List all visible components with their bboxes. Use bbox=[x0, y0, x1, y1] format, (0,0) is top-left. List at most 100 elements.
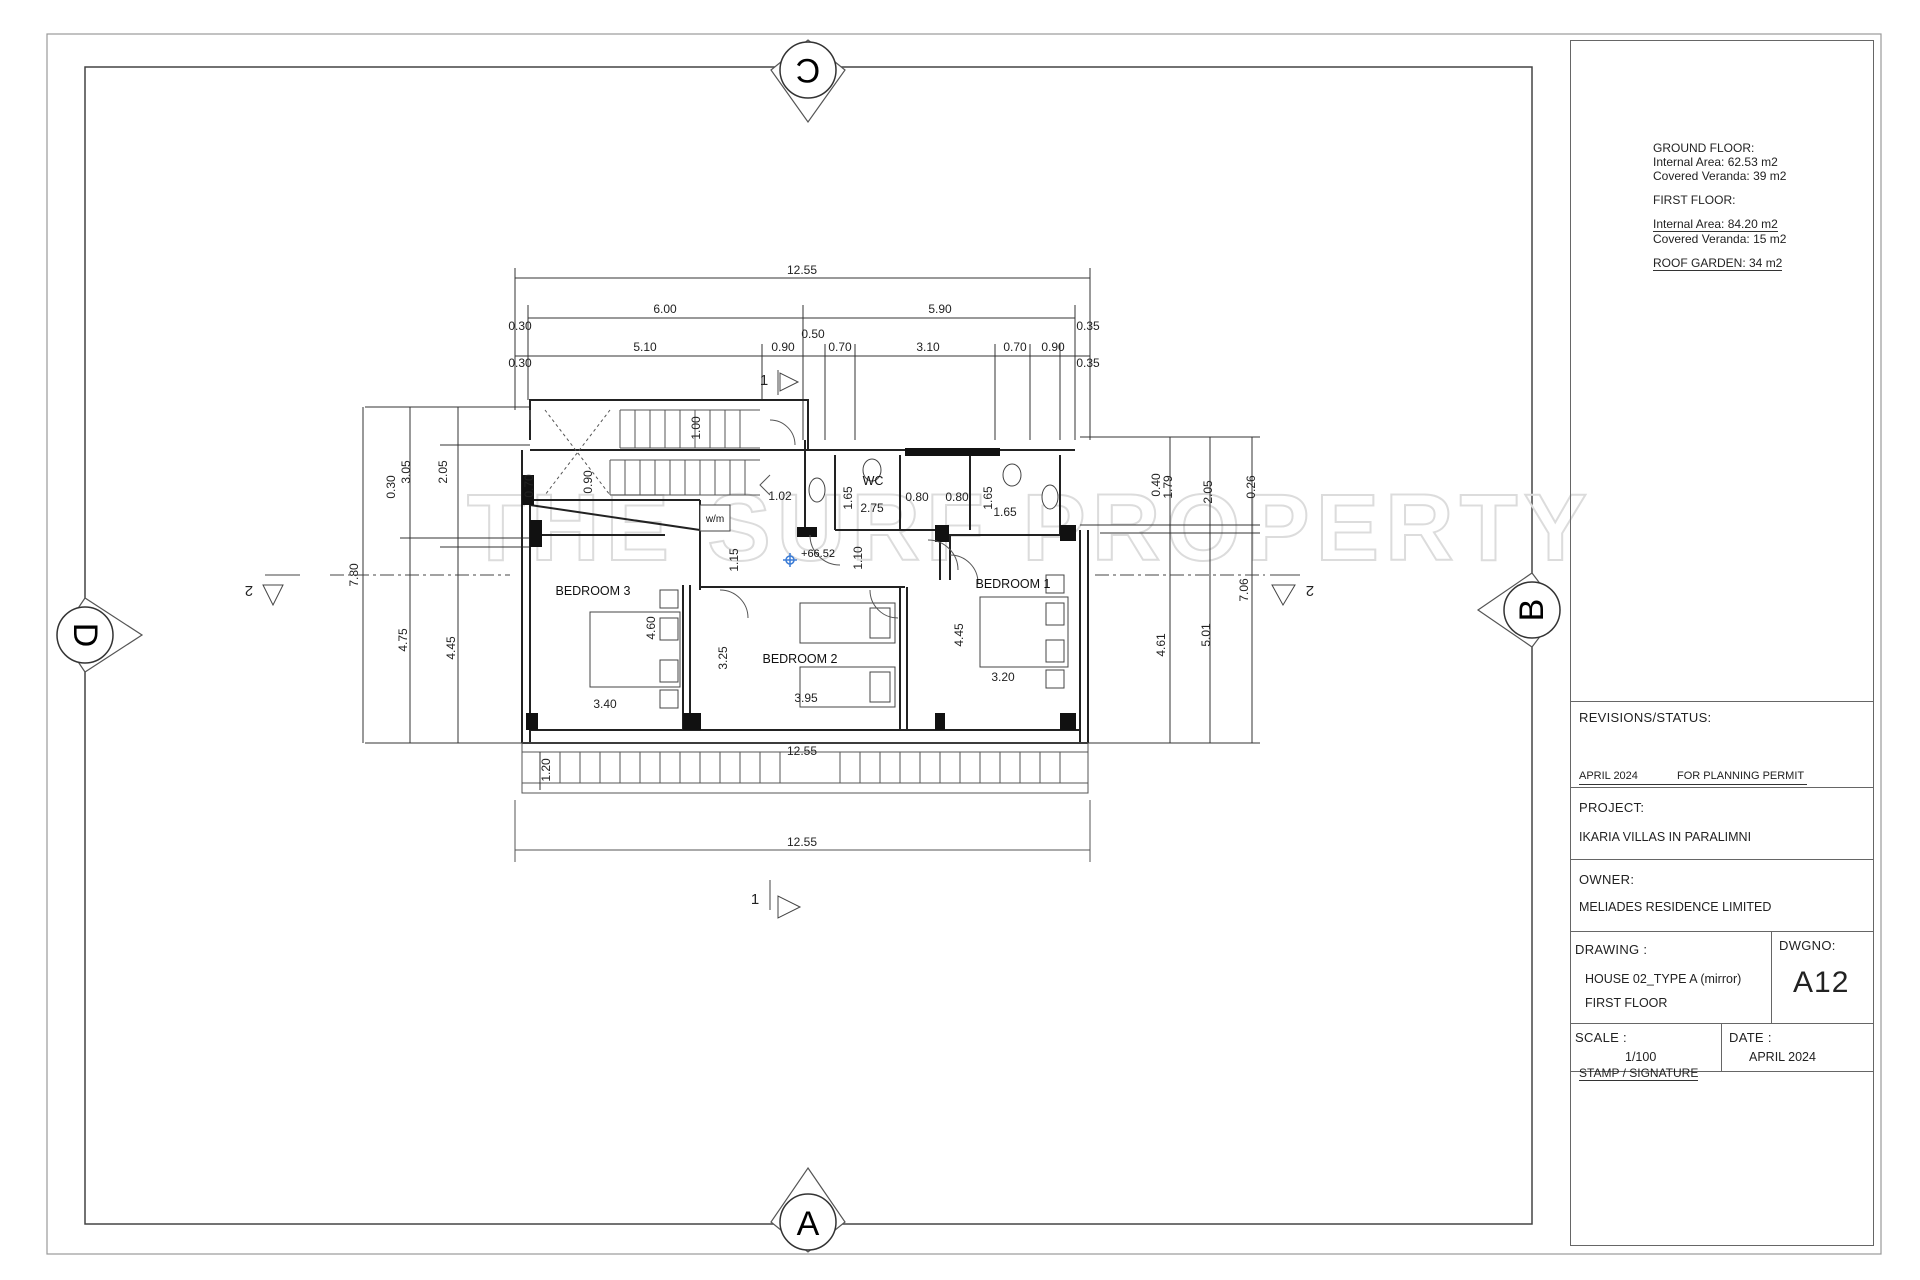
furniture bbox=[589, 458, 1069, 709]
svg-text:B: B bbox=[1513, 599, 1551, 622]
svg-text:1.02: 1.02 bbox=[768, 489, 792, 503]
room-labels: BEDROOM 3 BEDROOM 2 BEDROOM 1 WC w/m +66… bbox=[555, 474, 1050, 666]
revision-date: APRIL 2024 bbox=[1579, 770, 1638, 782]
svg-text:2: 2 bbox=[1306, 582, 1314, 599]
svg-text:0.50: 0.50 bbox=[801, 327, 825, 341]
scale-value: 1/100 bbox=[1625, 1050, 1657, 1064]
svg-text:7.80: 7.80 bbox=[347, 563, 361, 587]
revisions-block: REVISIONS/STATUS: APRIL 2024 FOR PLANNIN… bbox=[1571, 701, 1873, 787]
drawing-frame bbox=[84, 66, 1533, 1225]
svg-text:12.55: 12.55 bbox=[787, 835, 817, 849]
svg-text:C: C bbox=[796, 51, 821, 89]
svg-text:0.30: 0.30 bbox=[508, 356, 532, 370]
svg-text:0.70: 0.70 bbox=[828, 340, 852, 354]
scale-date-block: SCALE : 1/100 DATE : APRIL 2024 bbox=[1571, 1023, 1873, 1071]
svg-text:3.95: 3.95 bbox=[794, 691, 818, 705]
svg-text:12.55: 12.55 bbox=[787, 744, 817, 758]
sheet-outer-frame bbox=[46, 33, 1882, 1255]
svg-text:D: D bbox=[66, 623, 104, 648]
svg-text:0.26: 0.26 bbox=[1244, 475, 1258, 499]
svg-text:1.65: 1.65 bbox=[993, 505, 1017, 519]
stamp-block: STAMP / SIGNATURE bbox=[1571, 1066, 1873, 1245]
svg-text:1: 1 bbox=[751, 891, 759, 908]
date-value: APRIL 2024 bbox=[1749, 1050, 1816, 1064]
svg-text:0.80: 0.80 bbox=[945, 490, 969, 504]
dimension-labels-top: 12.55 6.00 5.90 0.30 0.50 0.35 5.10 0.90… bbox=[508, 263, 1100, 370]
svg-text:7.06: 7.06 bbox=[1237, 578, 1251, 602]
owner-block: OWNER: MELIADES RESIDENCE LIMITED bbox=[1571, 859, 1873, 931]
label-wc: WC bbox=[863, 474, 884, 488]
svg-text:3.10: 3.10 bbox=[916, 340, 940, 354]
drawing-block: DRAWING : HOUSE 02_TYPE A (mirror) FIRST… bbox=[1571, 931, 1873, 1023]
project-value: IKARIA VILLAS IN PARALIMNI bbox=[1579, 830, 1752, 844]
svg-text:4.61: 4.61 bbox=[1154, 633, 1168, 657]
balcony bbox=[514, 742, 1091, 862]
title-panel: GROUND FLOOR: Internal Area: 62.53 m2 Co… bbox=[1570, 40, 1874, 1246]
grid-marker-bottom: A bbox=[770, 1166, 846, 1253]
svg-text:4.45: 4.45 bbox=[444, 636, 458, 660]
svg-text:1: 1 bbox=[760, 372, 768, 389]
svg-text:0.30: 0.30 bbox=[508, 319, 532, 333]
owner-label: OWNER: bbox=[1579, 872, 1635, 887]
svg-text:1.15: 1.15 bbox=[727, 548, 741, 572]
svg-text:1.10: 1.10 bbox=[851, 546, 865, 570]
first-floor-heading: FIRST FLOOR: bbox=[1653, 193, 1736, 207]
dimensions-top bbox=[514, 268, 1091, 440]
date-label: DATE : bbox=[1729, 1030, 1772, 1045]
label-level: +66.52 bbox=[801, 548, 835, 560]
grid-marker-left: D bbox=[56, 597, 144, 673]
svg-text:6.00: 6.00 bbox=[653, 302, 677, 316]
revisions-label: REVISIONS/STATUS: bbox=[1579, 710, 1712, 725]
label-bedroom-3: BEDROOM 3 bbox=[555, 584, 630, 598]
svg-text:5.90: 5.90 bbox=[928, 302, 952, 316]
dimension-labels-inner: 1.00 0.90 0.70 1.02 1.65 2.75 0.80 0.80 … bbox=[522, 416, 1017, 849]
grid-marker-right: B bbox=[1476, 572, 1561, 648]
dimensions-right bbox=[1080, 436, 1260, 744]
dwgno-value: A12 bbox=[1793, 966, 1850, 999]
drawing-line-2: FIRST FLOOR bbox=[1585, 996, 1668, 1010]
svg-text:0.90: 0.90 bbox=[771, 340, 795, 354]
ground-floor-heading: GROUND FLOOR: bbox=[1653, 141, 1755, 155]
svg-text:0.90: 0.90 bbox=[1041, 340, 1065, 354]
svg-text:0.30: 0.30 bbox=[384, 475, 398, 499]
svg-text:0.90: 0.90 bbox=[581, 470, 595, 494]
svg-text:0.80: 0.80 bbox=[905, 490, 929, 504]
grid-marker-top: C bbox=[770, 39, 846, 124]
svg-text:1.65: 1.65 bbox=[981, 486, 995, 510]
revision-status: FOR PLANNING PERMIT bbox=[1677, 770, 1805, 782]
project-block: PROJECT: IKARIA VILLAS IN PARALIMNI bbox=[1571, 787, 1873, 859]
roof-garden-area: ROOF GARDEN: 34 m2 bbox=[1653, 256, 1783, 271]
svg-text:5.10: 5.10 bbox=[633, 340, 657, 354]
owner-value: MELIADES RESIDENCE LIMITED bbox=[1579, 900, 1772, 914]
section-labels: 1 1 2 2 bbox=[245, 372, 1314, 908]
ground-floor-veranda: Covered Veranda: 39 m2 bbox=[1653, 169, 1787, 183]
ground-floor-internal: Internal Area: 62.53 m2 bbox=[1653, 155, 1778, 169]
svg-text:0.35: 0.35 bbox=[1076, 356, 1100, 370]
level-marker bbox=[783, 553, 797, 567]
label-bedroom-1: BEDROOM 1 bbox=[975, 577, 1050, 591]
svg-text:2.05: 2.05 bbox=[1201, 480, 1215, 504]
svg-text:1.20: 1.20 bbox=[539, 758, 553, 782]
staircase bbox=[544, 409, 771, 496]
svg-text:A: A bbox=[797, 1205, 820, 1243]
svg-text:3.40: 3.40 bbox=[593, 697, 617, 711]
doors bbox=[719, 419, 979, 619]
stamp-label: STAMP / SIGNATURE bbox=[1579, 1066, 1699, 1081]
svg-text:3.05: 3.05 bbox=[399, 460, 413, 484]
svg-text:4.60: 4.60 bbox=[644, 616, 658, 640]
svg-text:0.35: 0.35 bbox=[1076, 319, 1100, 333]
dwgno-label: DWGNO: bbox=[1779, 938, 1836, 953]
svg-text:0.70: 0.70 bbox=[522, 474, 536, 498]
scale-label: SCALE : bbox=[1575, 1030, 1627, 1045]
svg-text:3.25: 3.25 bbox=[716, 646, 730, 670]
svg-text:3.20: 3.20 bbox=[991, 670, 1015, 684]
columns bbox=[522, 448, 1076, 730]
watermark: THE SURF PROPERTY bbox=[467, 475, 1593, 581]
dimension-labels-right: 0.40 1.79 2.05 0.26 4.61 5.01 7.06 bbox=[1149, 473, 1258, 657]
svg-text:4.45: 4.45 bbox=[952, 623, 966, 647]
project-label: PROJECT: bbox=[1579, 800, 1645, 815]
drawing-line-1: HOUSE 02_TYPE A (mirror) bbox=[1585, 972, 1742, 986]
svg-text:1.65: 1.65 bbox=[841, 486, 855, 510]
dimension-labels-left: 7.80 0.30 3.05 4.75 2.05 4.45 bbox=[347, 460, 458, 660]
